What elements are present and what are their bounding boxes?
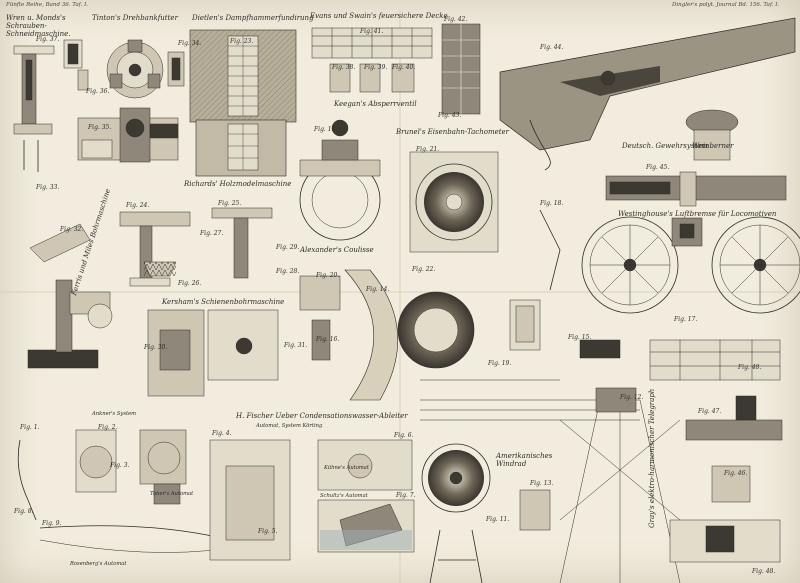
fig-43: Fig. 43. <box>438 112 462 119</box>
fig-31: Fig. 31. <box>284 342 308 349</box>
fig-22: Fig. 22. <box>412 266 436 273</box>
fig-25: Fig. 25. <box>218 200 242 207</box>
label-ankner: Ankner's System <box>92 411 137 417</box>
fig-44: Fig. 44. <box>540 44 564 51</box>
fig-38: Fig. 38. <box>332 64 356 71</box>
title-brunel: Brunel's Eisenbahn-Tachometer <box>396 128 510 136</box>
fig-8: Fig. 8. <box>14 508 34 515</box>
fig-37: Fig. 37. <box>36 36 60 43</box>
fig-46: Fig. 46. <box>724 470 748 477</box>
chuck-drawing <box>106 39 185 99</box>
fig-32: Fig. 32. <box>60 226 84 233</box>
fig-39: Fig. 39. <box>364 64 388 71</box>
fig-29: Fig. 29. <box>276 244 300 251</box>
fig-17: Fig. 17. <box>674 316 698 323</box>
fig-47: Fig. 47. <box>698 408 722 415</box>
rifle-drawing <box>499 17 796 171</box>
label-tober: Tober's Automat <box>150 491 194 497</box>
fig-1: Fig. 1. <box>20 424 40 431</box>
fig-41: Fig. 41. <box>360 28 384 35</box>
rail-drill-drawing <box>147 275 341 397</box>
fig-30: Fig. 30. <box>144 344 168 351</box>
title-weinberner: Weinberner <box>692 142 734 150</box>
fig-27: Fig. 27. <box>200 230 224 237</box>
title-westinghouse: Westinghouse's Luftbremse für Locomotive… <box>618 210 777 218</box>
condensation-traps-drawing <box>17 429 231 553</box>
fig-26: Fig. 26. <box>178 280 202 287</box>
title-amerikanisches: Amerikanisches Windrad <box>496 452 553 469</box>
fig-10: Fig. 10. <box>314 126 338 133</box>
telegraph-drawing <box>649 339 783 563</box>
fig-14: Fig. 14. <box>366 286 390 293</box>
screw-machine-drawing <box>13 39 89 172</box>
fig-15: Fig. 15. <box>568 334 592 341</box>
foundation-drawing <box>189 29 297 177</box>
fig-34: Fig. 34. <box>178 40 202 47</box>
fig-36: Fig. 36. <box>86 88 110 95</box>
automat-boxes-drawing <box>209 439 415 561</box>
fig-48b: Fig. 48. <box>752 568 776 575</box>
arc-link-drawing <box>344 269 399 401</box>
fig-42: Fig. 42. <box>444 16 468 23</box>
fig-11: Fig. 11. <box>486 516 510 523</box>
title-keegan: Keegan's Absperrventil <box>334 100 417 108</box>
fig-35: Fig. 35. <box>88 124 112 131</box>
title-wren: Wren u. Monds's Schrauben-Schneidmaschin… <box>6 14 71 39</box>
breech-drawing <box>605 109 787 207</box>
fig-24: Fig. 24. <box>126 202 150 209</box>
title-kersham: Kersham's Schienenbohrmaschine <box>162 298 285 306</box>
fig-12: Fig. 12. <box>620 394 644 401</box>
fig-9: Fig. 9. <box>42 520 62 527</box>
journal-header: Dingler's polyt. Journal Bd. 156. Taf. I… <box>672 2 780 8</box>
fig-21: Fig. 21. <box>416 146 440 153</box>
fig-5: Fig. 5. <box>258 528 278 535</box>
tachometer-drawing <box>409 151 499 253</box>
fig-6: Fig. 6. <box>394 432 414 439</box>
fig-20: Fig. 20. <box>316 272 340 279</box>
fig-4: Fig. 4. <box>212 430 232 437</box>
title-evans: Evans und Swain's feuersichere Decke <box>310 12 448 20</box>
series-header: Fünfte Reihe, Band 36. Taf. I. <box>6 2 89 8</box>
fig-48: Fig. 48. <box>738 364 762 371</box>
fig-23: Fig. 23. <box>230 38 254 45</box>
link-motion-drawing <box>299 119 381 241</box>
drilling-machine-drawing <box>27 223 113 369</box>
title-tinton: Tinton's Drehbankfutter <box>92 14 178 22</box>
title-grays: Gray's elektro-harmonischer Telegraph <box>648 388 656 528</box>
title-alexander: Alexander's Coulisse <box>300 246 374 254</box>
fig-33: Fig. 33. <box>36 184 60 191</box>
brake-wheels-drawing <box>581 216 800 314</box>
fig-7: Fig. 7. <box>396 492 416 499</box>
title-dietlen: Dietlen's Dampfhammerfundirung <box>192 14 314 22</box>
headstock-drawing <box>77 107 179 163</box>
label-schultz: Schultz's Automat <box>320 493 368 499</box>
fig-3: Fig. 3. <box>110 462 130 469</box>
title-richards: Richards' Holzmodelmaschine <box>184 180 292 188</box>
fig-40: Fig. 40. <box>392 64 416 71</box>
ceiling-drawing <box>311 23 481 115</box>
modelling-machine-drawing <box>119 207 273 287</box>
fig-18: Fig. 18. <box>540 200 564 207</box>
title-deutsch: Deutsch. Gewehrsystem <box>622 142 709 150</box>
fig-16: Fig. 16. <box>316 336 340 343</box>
title-fischer: H. Fischer Ueber Condensationswasser-Abl… <box>236 412 408 420</box>
windmill-drawing <box>420 379 681 583</box>
label-rosenberg: Rosenberg's Automat <box>70 561 127 567</box>
fig-2: Fig. 2. <box>98 424 118 431</box>
fig-13: Fig. 13. <box>530 480 554 487</box>
ring-drawing <box>397 291 475 369</box>
label-kuhne: Kühne's Automat <box>324 465 369 471</box>
fig-28: Fig. 28. <box>276 268 300 275</box>
fig-45: Fig. 45. <box>646 164 670 171</box>
valves-drawing <box>509 209 621 531</box>
label-automat: Automat, System Körting <box>256 423 323 429</box>
fig-19: Fig. 19. <box>488 360 512 367</box>
